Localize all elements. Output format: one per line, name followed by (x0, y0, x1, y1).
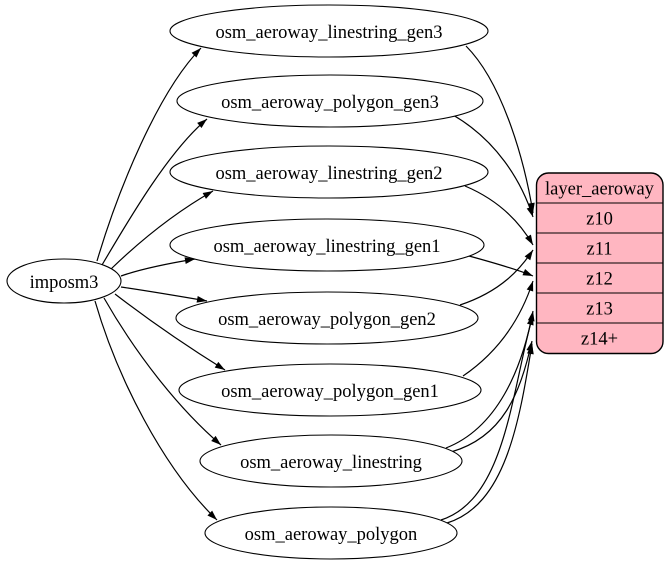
edge-osm-aeroway-linestring-z14 (450, 340, 534, 453)
edge-osm-aeroway-linestring-gen3-z10 (465, 45, 535, 214)
node-osm-aeroway-linestring-gen1-shape (169, 218, 485, 272)
node-imposm3-label: imposm3 (30, 273, 99, 293)
node-osm-aeroway-linestring-gen3-shape (169, 4, 489, 58)
node-osm-aeroway-linestring-gen3: osm_aeroway_linestring_gen3 (169, 4, 489, 58)
edge-imposm3-osm-aeroway-linestring-gen2 (110, 190, 214, 270)
node-osm-aeroway-polygon-label: osm_aeroway_polygon (245, 525, 418, 545)
node-osm-aeroway-polygon-gen1-shape (178, 363, 482, 417)
edge-osm-aeroway-polygon-gen3-z10 (452, 114, 534, 218)
edge-osm-aeroway-linestring-gen1-z12 (468, 255, 534, 277)
edge-imposm3-osm-aeroway-polygon-gen3 (101, 118, 208, 266)
node-osm-aeroway-polygon-gen3-shape (176, 74, 484, 128)
edge-imposm3-osm-aeroway-polygon-gen2 (120, 286, 208, 303)
edge-imposm3-osm-aeroway-linestring-gen3 (96, 47, 202, 262)
layer-aeroway-row-z12: z12 (586, 270, 613, 290)
layer-aeroway-row-z10: z10 (586, 210, 613, 230)
node-osm-aeroway-linestring: osm_aeroway_linestring (199, 434, 463, 488)
node-osm-aeroway-polygon-gen2-label: osm_aeroway_polygon_gen2 (218, 310, 436, 330)
node-osm-aeroway-linestring-gen2: osm_aeroway_linestring_gen2 (169, 145, 489, 199)
node-osm-aeroway-polygon-gen3-label: osm_aeroway_polygon_gen3 (221, 93, 439, 113)
node-osm-aeroway-linestring-gen1: osm_aeroway_linestring_gen1 (169, 218, 485, 272)
layer-aeroway-row-z11: z11 (586, 240, 612, 260)
edge-imposm3-osm-aeroway-polygon-gen1 (114, 293, 226, 371)
edge-osm-aeroway-linestring-gen2-z11 (464, 185, 534, 246)
node-osm-aeroway-linestring-gen1-label: osm_aeroway_linestring_gen1 (213, 237, 440, 257)
node-osm-aeroway-linestring-gen2-label: osm_aeroway_linestring_gen2 (215, 164, 442, 184)
node-osm-aeroway-polygon-gen2-shape (175, 291, 479, 345)
node-osm-aeroway-polygon-gen3: osm_aeroway_polygon_gen3 (176, 74, 484, 128)
edge-imposm3-osm-aeroway-polygon (94, 300, 218, 521)
layer-aeroway-title: layer_aeroway (545, 180, 655, 200)
node-osm-aeroway-polygon-shape (204, 506, 458, 560)
node-osm-aeroway-polygon-gen1: osm_aeroway_polygon_gen1 (178, 363, 482, 417)
node-layer-aeroway: layer_aeroway z10 z11 z12 z13 z14+ (535, 172, 664, 355)
node-osm-aeroway-linestring-gen3-label: osm_aeroway_linestring_gen3 (215, 23, 442, 43)
node-osm-aeroway-linestring-gen2-shape (169, 145, 489, 199)
node-osm-aeroway-linestring-label: osm_aeroway_linestring (240, 453, 422, 473)
edge-imposm3-osm-aeroway-linestring (103, 297, 222, 446)
layer-aeroway-row-z13: z13 (586, 300, 613, 320)
edge-osm-aeroway-polygon-z14 (446, 343, 534, 524)
edges-to-layer (440, 45, 535, 524)
node-osm-aeroway-polygon-gen1-label: osm_aeroway_polygon_gen1 (221, 382, 439, 402)
node-osm-aeroway-polygon-gen2: osm_aeroway_polygon_gen2 (175, 291, 479, 345)
edges-from-source (94, 47, 226, 521)
edge-osm-aeroway-polygon-gen1-z12 (462, 280, 534, 377)
edge-imposm3-osm-aeroway-linestring-gen1 (120, 257, 196, 277)
node-imposm3: imposm3 (6, 258, 122, 304)
node-osm-aeroway-linestring-shape (199, 434, 463, 488)
edge-osm-aeroway-polygon-z13 (440, 314, 534, 521)
edge-osm-aeroway-polygon-gen2-z11 (459, 249, 534, 306)
node-osm-aeroway-polygon: osm_aeroway_polygon (204, 506, 458, 560)
layer-aeroway-row-z14: z14+ (581, 330, 618, 350)
node-imposm3-shape (6, 258, 122, 304)
